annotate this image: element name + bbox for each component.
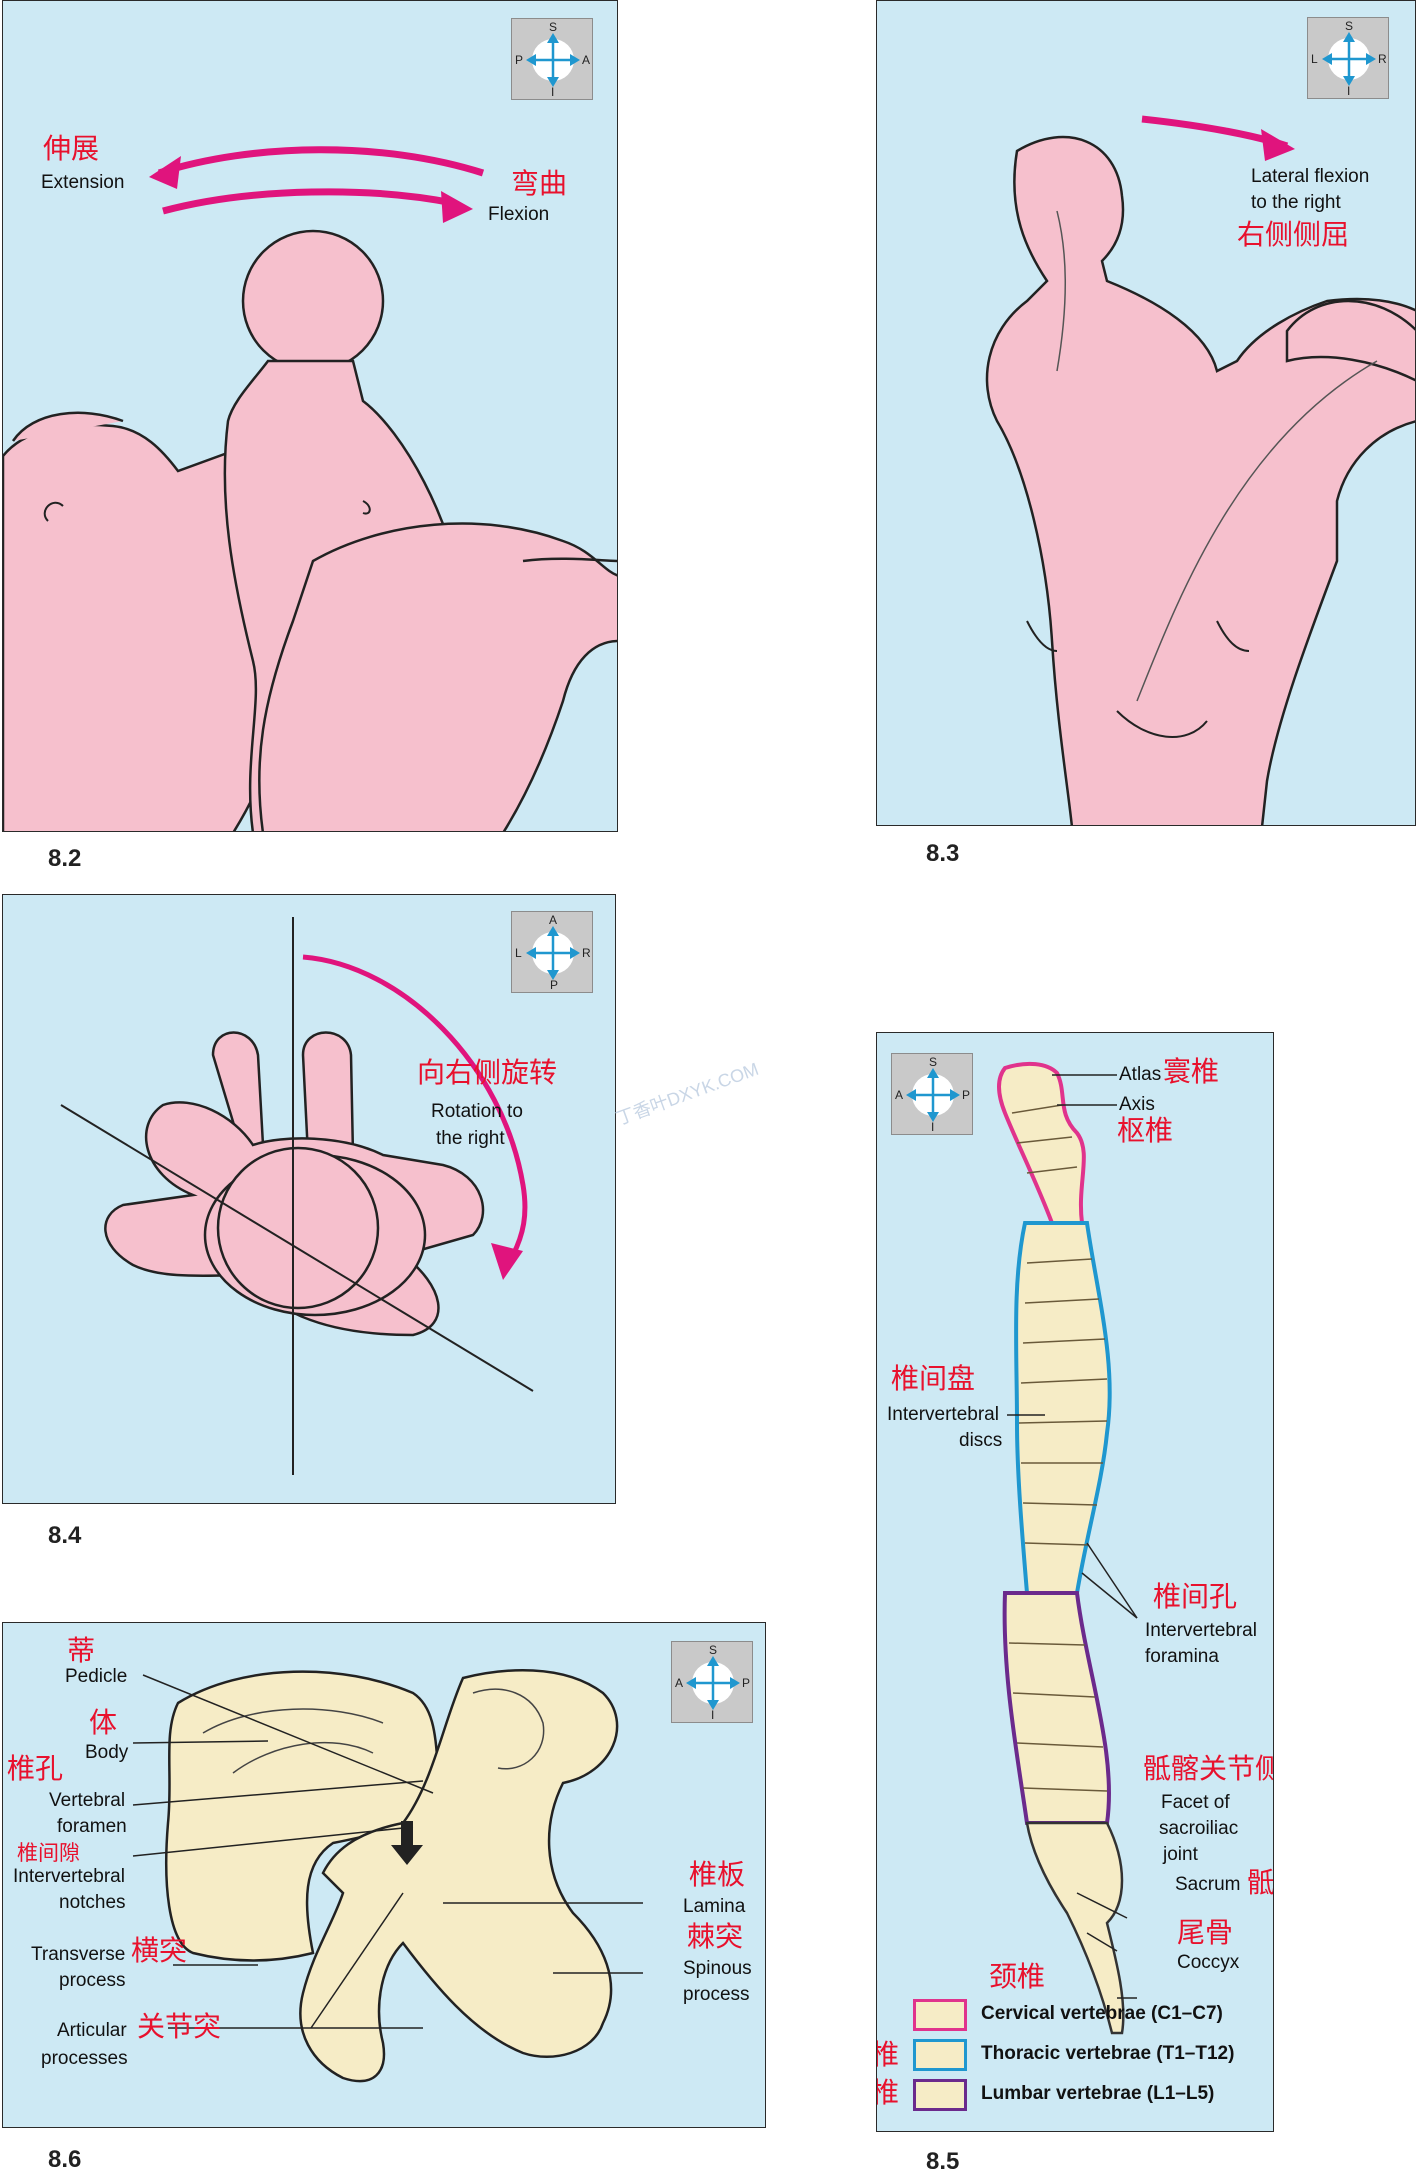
extension-label: Extension [41,172,125,193]
figure-number: 8.6 [48,2146,82,2173]
extension-flexion-illustration [3,146,617,831]
figure-8-6-panel: S I A P 蒂 Pedicle 体 Body 椎孔 Vertebral fo… [2,1622,766,2128]
figure-number: 8.2 [48,845,82,872]
foramen-label: Vertebral [49,1790,126,1811]
compass-arrows-icon [526,926,580,980]
atlas-zh-label: 寰椎 [1163,1055,1220,1088]
facet-label-line3: joint [1163,1844,1198,1865]
facet-label-line2: sacroiliac [1159,1818,1239,1839]
legend-zh-lumbar: 腰椎 [877,2077,899,2109]
sacrum-label: Sacrum [1175,1874,1241,1895]
transverse-label-line2: process [59,1970,126,1991]
figure-8-3-panel: S I L R Lateral flexion to the right 右侧侧… [876,0,1416,826]
transverse-label: Transverse [31,1944,126,1965]
foramen-label-line2: foramen [57,1816,127,1837]
lamina-zh-label: 椎板 [689,1858,746,1891]
compass-rose: S I P A [511,18,593,100]
legend-lumbar: Lumbar vertebrae (L1–L5) [913,2079,1243,2115]
lateral-flexion-illustration [985,115,1415,825]
articular-label: Articular [57,2020,127,2041]
foramina-label: Intervertebral [1145,1620,1257,1641]
extension-zh-label: 伸展 [43,132,100,165]
flexion-zh-label: 弯曲 [511,167,568,200]
articular-label-line2: processes [41,2048,128,2069]
vertebral-column-illustration [997,1061,1138,2035]
lateral-flexion-label: Lateral flexion [1251,166,1370,187]
facet-label: Facet of [1161,1792,1230,1813]
rotation-label: Rotation to [431,1101,523,1122]
compass-arrows-icon [1322,32,1376,86]
lateral-flexion-label-line2: to the right [1251,192,1341,213]
figure-8-5-panel: S I A P Atlas 寰椎 Axis 枢椎 椎间盘 Interverteb… [876,1032,1274,2132]
spinous-zh-label: 棘突 [687,1920,744,1953]
figure-number: 8.3 [926,840,960,867]
legend-label-lumbar: Lumbar vertebrae (L1–L5) [981,2083,1215,2104]
watermark: 丁香叶DXYK.COM [613,1058,762,1129]
notches-label: Intervertebral [13,1866,125,1887]
lamina-label: Lamina [683,1896,746,1917]
pedicle-zh-label: 蒂 [67,1634,96,1667]
foramina-label-line2: foramina [1145,1646,1219,1667]
figure-8-2-panel: S I P A 伸展 Extension 弯曲 Flexion [2,0,618,832]
coccyx-zh-label: 尾骨 [1177,1916,1234,1949]
facet-zh-label: 骶髂关节侧面 [1143,1752,1273,1785]
foramen-zh-label: 椎孔 [7,1752,64,1785]
legend-swatch-lumbar [913,2079,967,2111]
atlas-label: Atlas [1119,1064,1162,1085]
legend-label-thoracic: Thoracic vertebrae (T1–T12) [981,2043,1235,2064]
flexion-label: Flexion [488,204,550,225]
vertebra-lateral-illustration [132,1669,643,2083]
compass-rose: A P L R [511,911,593,993]
compass-rose: S I L R [1307,17,1389,99]
legend-thoracic: Thoracic vertebrae (T1–T12) [913,2039,1243,2075]
legend-label-cervical: Cervical vertebrae (C1–C7) [981,2003,1223,2024]
figure-8-4-panel: A P L R 向右侧旋转 Rotation to the right [2,894,616,1504]
notches-label-line2: notches [59,1892,126,1913]
compass-arrows-icon [686,1656,740,1710]
foramina-zh-label: 椎间孔 [1153,1580,1238,1613]
axis-zh-label: 枢椎 [1117,1114,1174,1147]
legend-swatch-cervical [913,1999,967,2031]
figure-number: 8.4 [48,1522,82,1549]
figure-number: 8.5 [926,2148,960,2175]
discs-label: Intervertebral [887,1404,999,1425]
legend-swatch-thoracic [913,2039,967,2071]
compass-arrows-icon [906,1068,960,1122]
body-label: Body [85,1742,129,1763]
compass-rose: S I A P [671,1641,753,1723]
spinous-label: Spinous [683,1958,752,1979]
notches-zh-label: 椎间隙 [17,1841,80,1865]
legend-zh-thoracic: 胸椎 [877,2039,899,2071]
coccyx-label: Coccyx [1177,1952,1240,1973]
rotation-zh-label: 向右侧旋转 [417,1056,558,1089]
legend-cervical: Cervical vertebrae (C1–C7) [913,1999,1243,2035]
body-zh-label: 体 [89,1706,118,1739]
pedicle-label: Pedicle [65,1666,128,1687]
discs-zh-label: 椎间盘 [891,1362,976,1395]
legend-zh-cervical: 颈椎 [989,1960,1046,1993]
spinous-label-line2: process [683,1984,750,2005]
discs-label-line2: discs [959,1430,1003,1451]
transverse-zh-label: 横突 [131,1934,188,1967]
compass-rose: S I A P [891,1053,973,1135]
lateral-flexion-zh-label: 右侧侧屈 [1237,218,1350,251]
rotation-illustration [60,917,534,1475]
sacrum-zh-label: 骶骨 [1247,1866,1274,1899]
compass-arrows-icon [526,33,580,87]
axis-label: Axis [1119,1094,1155,1115]
articular-zh-label: 关节突 [137,2010,222,2043]
rotation-label-line2: the right [436,1128,505,1149]
